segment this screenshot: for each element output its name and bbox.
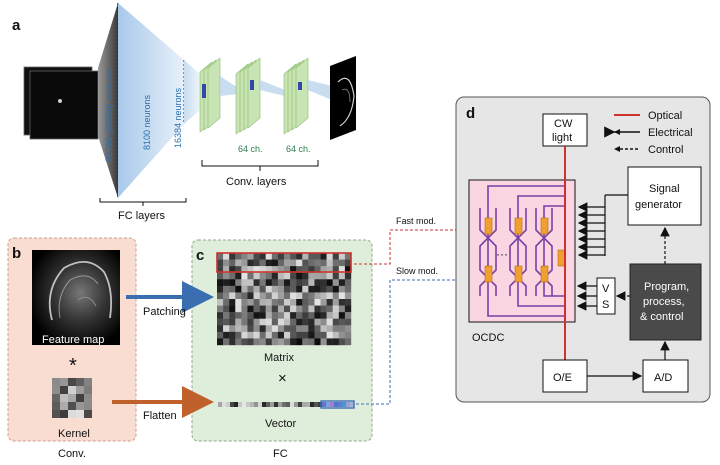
conv-caption: Conv. — [58, 448, 86, 460]
slow-mod-label: Slow mod. — [396, 266, 438, 276]
ocdc-ellipsis: ··· — [496, 247, 508, 261]
legend: Optical Electrical Control — [604, 110, 693, 156]
neuron-label-2: 8100 neurons — [142, 94, 152, 150]
waveguide-mesh — [479, 185, 566, 317]
panel-b-letter: b — [12, 245, 21, 262]
cw-light-label-1: CW — [554, 118, 573, 130]
vector-highlight — [320, 400, 355, 409]
program-label-2: process, — [643, 296, 685, 308]
multiply-operator: × — [278, 370, 287, 387]
legend-control: Control — [648, 144, 683, 156]
panel-d-letter: d — [466, 105, 475, 122]
fc-caption: FC — [273, 448, 288, 460]
neuron-label-3: 16384 neurons — [173, 87, 183, 148]
legend-optical: Optical — [648, 110, 682, 122]
matrix-highlight-row — [216, 252, 352, 273]
ad-label: A/D — [654, 372, 672, 384]
panel-c: c Matrix × Vector FC Patching Flatten — [112, 239, 373, 460]
feature-map-image — [32, 250, 120, 345]
conv-stack-2 — [235, 57, 285, 135]
signal-generator-label-2: generator — [635, 199, 682, 211]
fast-mod-label: Fast mod. — [396, 216, 436, 226]
fc-layer-blue-trapezoid — [118, 3, 184, 198]
panel-a-letter: a — [12, 17, 21, 34]
conv-bracket — [201, 160, 319, 167]
electrical-bus — [577, 202, 605, 260]
cw-light-label-2: light — [552, 132, 572, 144]
program-box — [629, 263, 702, 341]
panel-d: d Optical Electrical Control CW light OC… — [455, 96, 711, 403]
vector-label: Vector — [265, 418, 297, 430]
fast-mod-link — [354, 226, 473, 265]
matrix-grid — [217, 253, 352, 346]
modulation-links: Fast mod. Slow mod. — [354, 216, 473, 405]
kernel-label: Kernel — [58, 428, 90, 440]
vector-bar — [218, 402, 354, 407]
program-label-1: Program, — [644, 281, 689, 293]
conv-operator: * — [69, 355, 77, 377]
oe-box — [542, 359, 588, 393]
signal-generator-box — [627, 166, 702, 226]
slow-mod-link — [356, 276, 473, 405]
signal-generator-label-1: Signal — [649, 183, 680, 195]
ocdc-label: OCDC — [472, 332, 504, 344]
kernel-grid — [52, 378, 92, 418]
cw-light-box — [542, 113, 588, 147]
ad-box — [642, 359, 689, 393]
vs-label-s: S — [602, 299, 609, 311]
vs-label-v: V — [602, 283, 610, 295]
panel-c-letter: c — [196, 247, 204, 264]
patching-label: Patching — [143, 306, 186, 318]
conv-layers-caption: Conv. layers — [226, 176, 287, 188]
fc-bracket — [99, 198, 187, 203]
feature-map-label: Feature map — [42, 334, 104, 346]
matrix-label: Matrix — [264, 352, 294, 364]
channel-label-2: 64 ch. — [286, 144, 311, 154]
panel-b: b Feature map * Kernel Conv. — [7, 237, 137, 460]
ocdc-box — [468, 179, 576, 323]
neuron-label-1: 32768 (33300) neurons — [104, 68, 114, 162]
panel-a: a 32768 (33300) neurons 8100 neurons 163… — [12, 3, 356, 222]
program-label-3: & control — [640, 311, 683, 323]
fc-to-conv-wedge — [184, 60, 200, 124]
phase-shifters — [484, 217, 566, 283]
flatten-label: Flatten — [143, 410, 177, 422]
fc-layer-gray-trapezoid — [98, 3, 118, 198]
conv-stack-3 — [283, 57, 332, 135]
conv-stack-1 — [199, 57, 238, 133]
legend-electrical: Electrical — [648, 127, 693, 139]
oe-label: O/E — [553, 372, 572, 384]
channel-label-1: 64 ch. — [238, 144, 263, 154]
fc-layers-caption: FC layers — [118, 210, 166, 222]
output-image — [330, 56, 356, 140]
input-image-stack — [23, 66, 99, 140]
